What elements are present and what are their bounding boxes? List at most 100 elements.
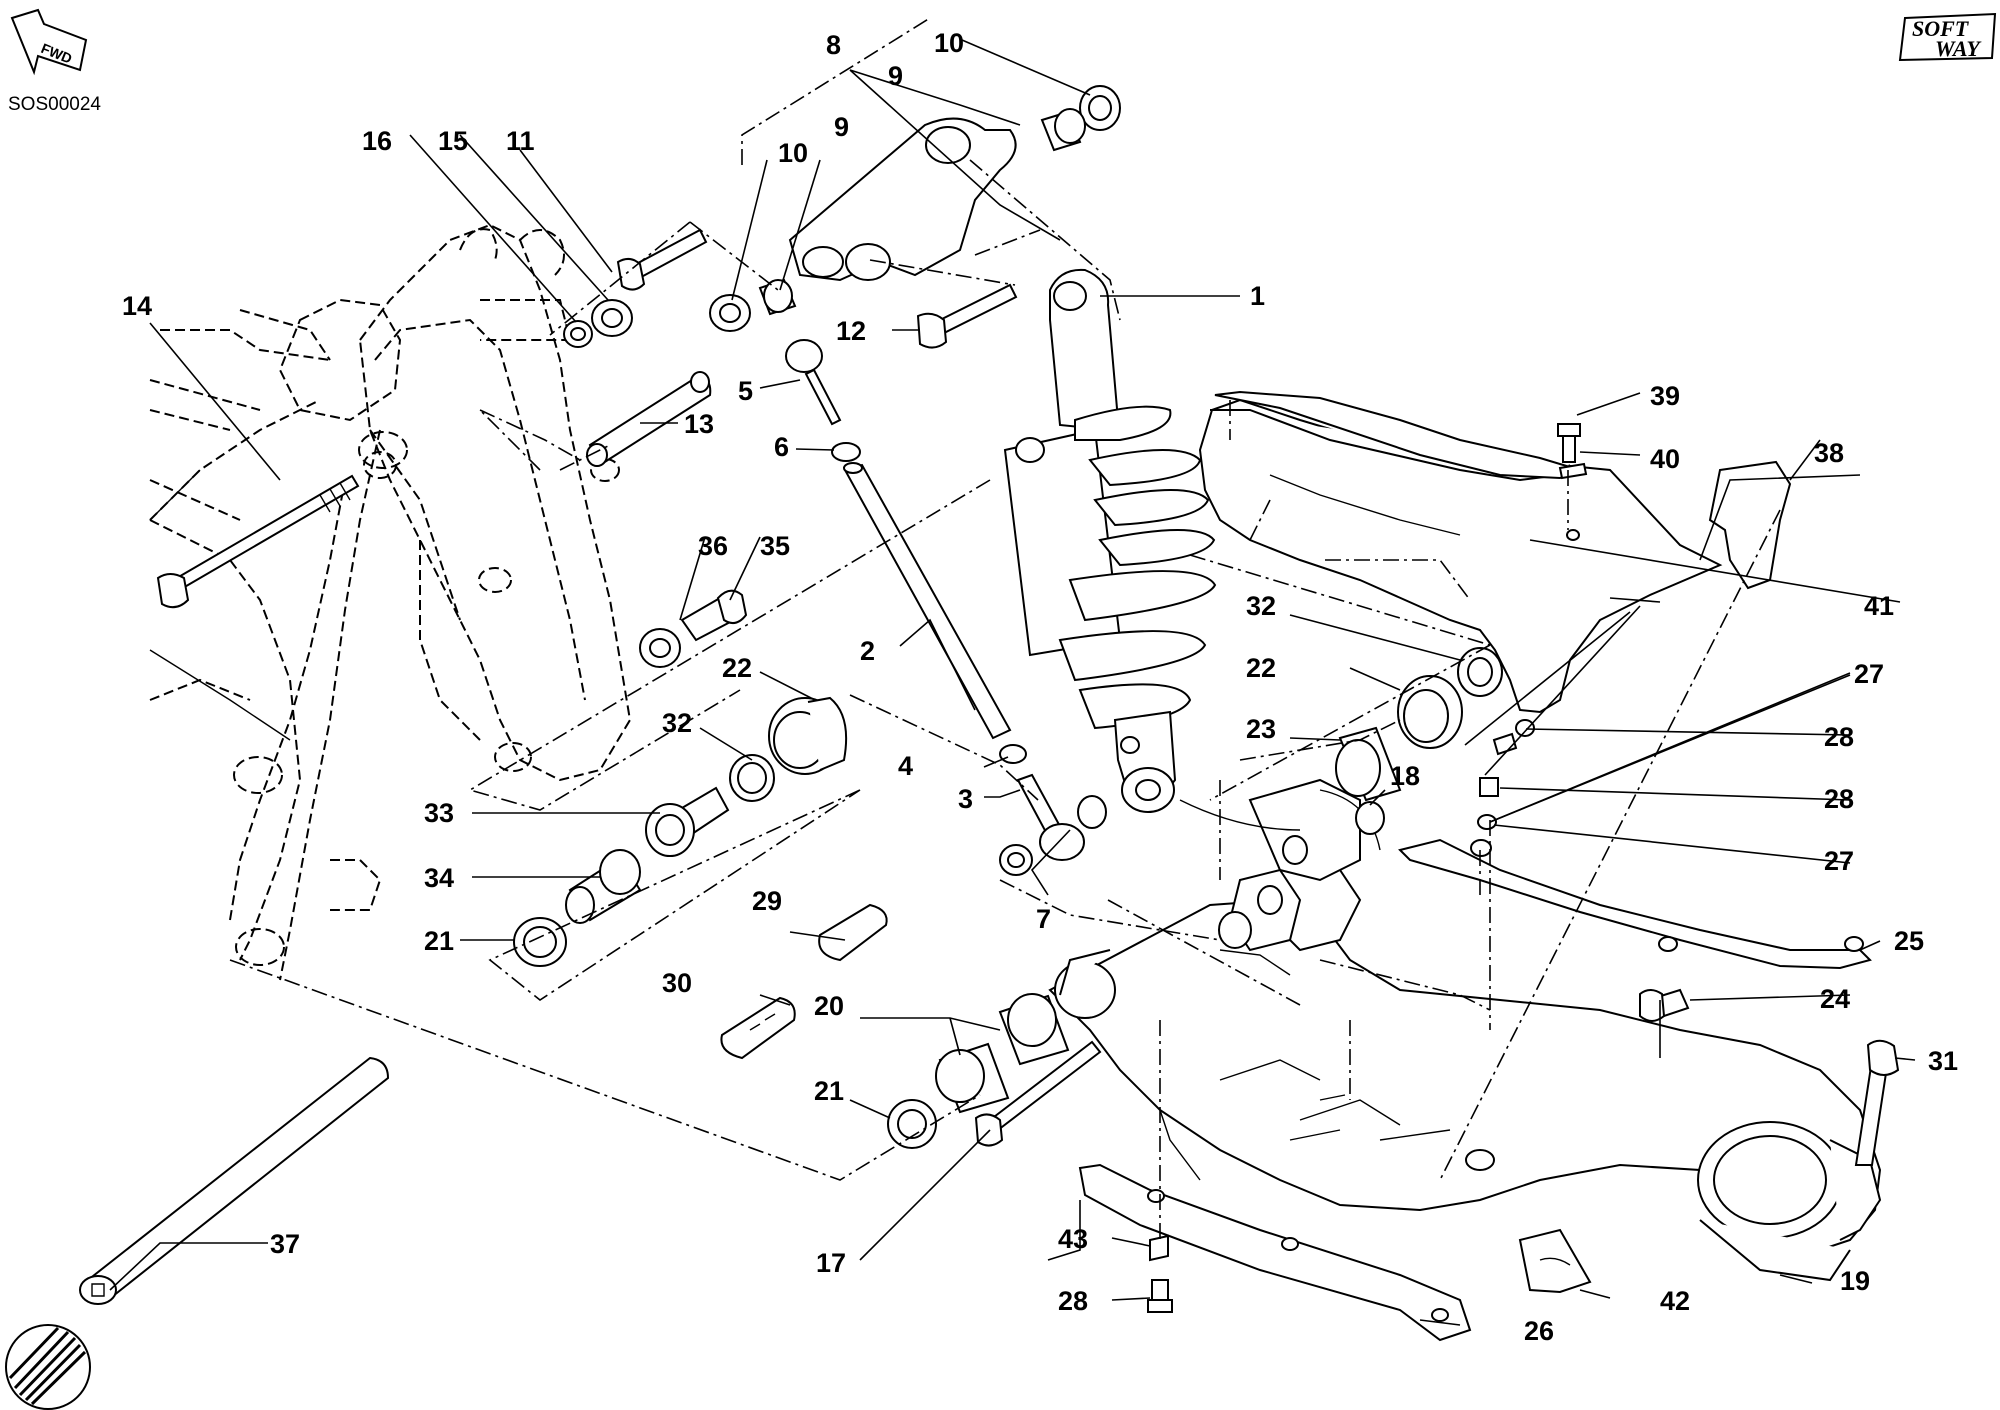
frame-line-a bbox=[149, 469, 201, 521]
part-40-washer bbox=[1558, 462, 1588, 480]
callout-28-middle: 28 bbox=[1824, 784, 1854, 814]
callout-16: 16 bbox=[362, 126, 392, 156]
leader-lines bbox=[109, 39, 1916, 1326]
part-32-bush-right bbox=[1457, 647, 1503, 697]
callout-12: 12 bbox=[836, 316, 866, 346]
part-13-pin bbox=[586, 371, 712, 467]
part-25-chain-guard bbox=[1398, 838, 1872, 970]
frame-outline bbox=[149, 223, 632, 981]
callout-20: 20 bbox=[814, 991, 844, 1021]
part-43-nut bbox=[1149, 1234, 1169, 1262]
part-29-chain-slider bbox=[818, 903, 888, 962]
callout-32-right: 32 bbox=[1246, 591, 1276, 621]
part-1-shock-absorber bbox=[1003, 268, 1217, 813]
part-9-bearing-right bbox=[1040, 108, 1086, 152]
part-14-bolt bbox=[156, 474, 360, 609]
logo-bottom-text: WAY bbox=[1935, 36, 1982, 61]
part-28-screw-bottom bbox=[1147, 1279, 1173, 1313]
callout-5: 5 bbox=[738, 376, 753, 406]
callout-21-lower: 21 bbox=[814, 1076, 844, 1106]
callout-13: 13 bbox=[684, 409, 714, 439]
part-26-lower-guard bbox=[1078, 1163, 1472, 1342]
callout-labels: 1 2 3 4 5 6 7 8 9 9 10 10 11 12 13 14 15… bbox=[122, 28, 1958, 1346]
callout-11: 11 bbox=[506, 126, 535, 156]
callout-4: 4 bbox=[898, 751, 913, 781]
logo-top-text: SOFT bbox=[1912, 16, 1970, 41]
callout-14: 14 bbox=[122, 291, 152, 321]
softway-logo: SOFT WAY bbox=[1898, 12, 1997, 62]
assembly-lines bbox=[229, 17, 1781, 1240]
callout-35: 35 bbox=[760, 531, 790, 561]
frame-line-b bbox=[149, 649, 291, 741]
callout-29: 29 bbox=[752, 886, 782, 916]
part-11-bolt bbox=[616, 228, 708, 291]
callout-17: 17 bbox=[816, 1248, 846, 1278]
part-20-bearing-lower bbox=[935, 1042, 1010, 1114]
part-33-bush bbox=[645, 786, 730, 857]
part-22-bush-left bbox=[768, 696, 848, 775]
callout-10-left: 10 bbox=[778, 138, 808, 168]
callout-2: 2 bbox=[860, 636, 875, 666]
part-8-rocker bbox=[788, 117, 1017, 282]
callout-32-left: 32 bbox=[662, 708, 692, 738]
callout-25: 25 bbox=[1894, 926, 1924, 956]
part-38-clip bbox=[1708, 460, 1792, 590]
callout-22-right: 22 bbox=[1246, 653, 1276, 683]
part-24-bolt bbox=[1639, 988, 1690, 1022]
callout-26: 26 bbox=[1524, 1316, 1554, 1346]
part-42-plate bbox=[1518, 1228, 1592, 1294]
part-7-spacer bbox=[999, 844, 1033, 876]
drawing-code: SOS00024 bbox=[8, 94, 101, 115]
part-10-bush-right bbox=[1079, 85, 1121, 131]
part-39-screw bbox=[1557, 423, 1581, 463]
callout-9-right: 9 bbox=[888, 61, 903, 91]
part-10-bush-left bbox=[709, 294, 751, 332]
callout-27-upper: 27 bbox=[1854, 659, 1884, 689]
part-3-rod-end-lower bbox=[1016, 773, 1107, 861]
part-6-nut bbox=[831, 442, 861, 462]
callout-10-right: 10 bbox=[934, 28, 964, 58]
callout-40: 40 bbox=[1650, 444, 1680, 474]
callout-28-bottom: 28 bbox=[1058, 1286, 1088, 1316]
part-36-washer bbox=[639, 628, 681, 668]
callout-21-upper: 21 bbox=[424, 926, 454, 956]
part-28-screw-middle bbox=[1479, 777, 1499, 797]
part-18-bush bbox=[1355, 801, 1385, 835]
part-2-tie-rod bbox=[843, 462, 1012, 740]
callout-19: 19 bbox=[1840, 1266, 1870, 1296]
part-15-bush bbox=[591, 299, 633, 337]
callout-36: 36 bbox=[698, 531, 728, 561]
callout-3: 3 bbox=[958, 784, 973, 814]
part-35-fitting bbox=[680, 589, 748, 642]
part-23-bush bbox=[1335, 726, 1402, 802]
fwd-arrow-icon: FWD bbox=[10, 8, 88, 76]
callout-30: 30 bbox=[662, 968, 692, 998]
callout-28-upper: 28 bbox=[1824, 722, 1854, 752]
part-31-bolt bbox=[1854, 1039, 1900, 1166]
callout-6: 6 bbox=[774, 432, 789, 462]
callout-27-lower: 27 bbox=[1824, 846, 1854, 876]
part-27-washer-lower bbox=[1477, 814, 1497, 830]
callout-8: 8 bbox=[826, 30, 841, 60]
part-32-bush-left bbox=[729, 754, 775, 802]
part-4-nut bbox=[999, 744, 1027, 764]
part-27-washer-upper bbox=[1515, 719, 1535, 737]
part-41-chain-case bbox=[1198, 390, 1723, 714]
part-30-chain-slider bbox=[720, 996, 796, 1060]
callout-9-left: 9 bbox=[834, 112, 849, 142]
callout-31: 31 bbox=[1928, 1046, 1958, 1076]
part-5-rod-end-upper bbox=[785, 339, 842, 426]
callout-39: 39 bbox=[1650, 381, 1680, 411]
part-21-bush-upper bbox=[513, 917, 567, 967]
callout-38: 38 bbox=[1814, 438, 1844, 468]
part-16-washer bbox=[563, 320, 593, 348]
callout-33: 33 bbox=[424, 798, 454, 828]
part-37-pivot-bolt bbox=[79, 1056, 390, 1305]
callout-24: 24 bbox=[1820, 984, 1850, 1014]
part-20-bearing-upper bbox=[998, 993, 1070, 1066]
callout-43: 43 bbox=[1058, 1224, 1088, 1254]
callout-15: 15 bbox=[438, 126, 468, 156]
part-9-bearing-left bbox=[758, 278, 797, 316]
callout-37: 37 bbox=[270, 1229, 300, 1259]
callout-41: 41 bbox=[1864, 591, 1894, 621]
